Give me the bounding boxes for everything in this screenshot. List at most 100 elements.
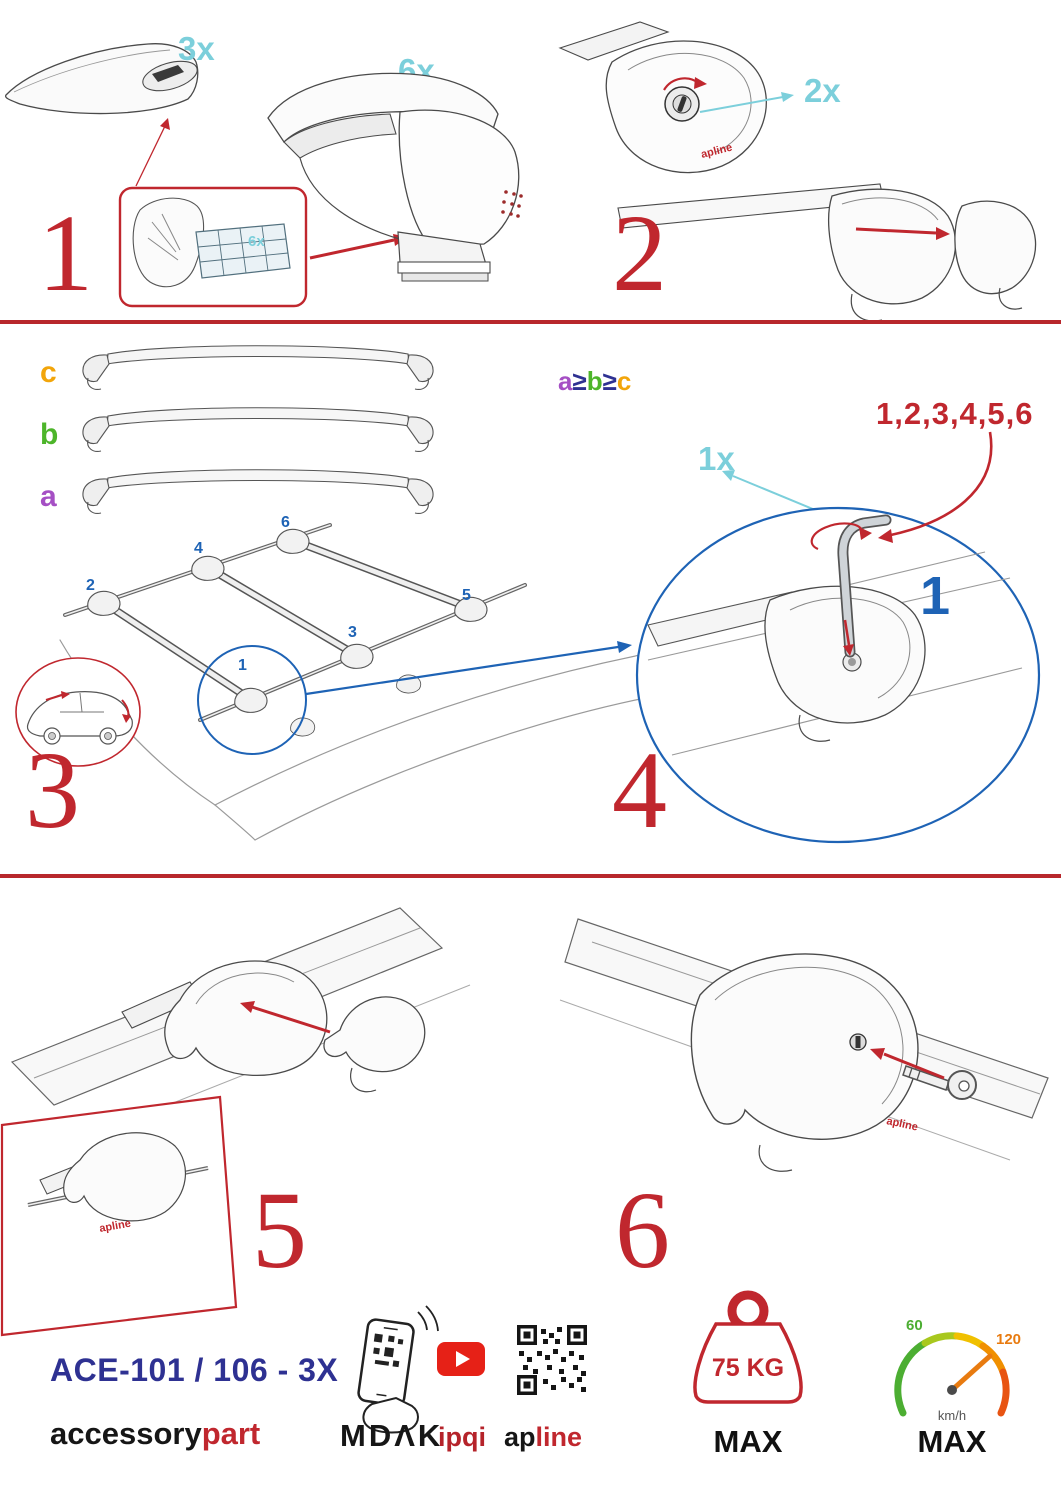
brand-part: part [201, 1416, 261, 1451]
tool-qty-arrowhead [722, 470, 735, 481]
clamp-piece [323, 996, 426, 1073]
brand-apline: apline [504, 1422, 582, 1453]
weight-max-label: MAX [713, 1424, 783, 1459]
position-2-label: 2 [86, 577, 95, 594]
roof-mounting-diagram: 2 4 6 1 3 5 [59, 514, 661, 841]
pad-leader-arrowhead [160, 118, 170, 130]
pad-leader-line [135, 123, 167, 187]
brand-accessorypart: accessorypart [50, 1416, 260, 1452]
foot-illustration [267, 72, 523, 282]
bolt-pointer-arrowhead [843, 644, 854, 656]
rotate-arrow [810, 522, 863, 551]
bar-label-b: b [40, 418, 58, 451]
bar-channel [152, 65, 184, 82]
tool-qty-leader [732, 475, 821, 513]
assembled-foot-inset: apline [0, 1095, 238, 1337]
roof-foot [276, 528, 310, 554]
bolt-pointer-line [843, 619, 851, 646]
foot-body [164, 960, 328, 1077]
speed-low-label: 60 [906, 1317, 923, 1334]
rule-gte-2: ≥ [603, 366, 617, 396]
brand-accessory: accessory [50, 1416, 202, 1451]
roof-foot [87, 590, 121, 616]
rule-c: c [617, 366, 631, 396]
pad-detail-inset: 6x [118, 186, 308, 308]
foot-body [690, 953, 919, 1140]
rule-b: b [587, 366, 603, 396]
roof-foot [234, 687, 268, 713]
step5-illustration: apline [0, 907, 471, 1337]
bar-quantity-label: 3x [178, 30, 215, 67]
speed-unit-label: km/h [938, 1408, 966, 1423]
speedometer-needle [949, 1353, 993, 1393]
brand-apline-line: line [535, 1422, 583, 1452]
speedometer-icon: 60 120 km/h [894, 1317, 1021, 1423]
insert-arrowhead [240, 1001, 255, 1013]
position-5-label: 5 [462, 587, 471, 604]
crossbar-illustration [4, 43, 199, 115]
brand-ipqi: ipqi [438, 1422, 486, 1452]
foot-adjustment-detail: 1 [635, 506, 1041, 844]
end-support-piece [954, 200, 1037, 295]
tighten-sequence-label: 1,2,3,4,5,6 [876, 396, 1034, 431]
part-brand-label: apline [98, 1218, 131, 1235]
position-4-label: 4 [194, 540, 203, 557]
attach-arrow [855, 227, 937, 235]
lock-qty-arrowhead [781, 92, 794, 102]
step-5-number: 5 [252, 1169, 307, 1291]
phone-scan-icon [357, 1305, 439, 1434]
step-4-number: 4 [612, 729, 667, 851]
part-brand-label: apline [885, 1115, 919, 1133]
step6-illustration: apline [559, 918, 1049, 1172]
step-1-number: 1 [38, 192, 93, 314]
detail-highlight-circle [197, 645, 307, 755]
crossbar-c [82, 345, 434, 390]
scan-beep-marks [417, 1305, 439, 1332]
sequence-arrowhead [878, 529, 893, 543]
rule-gte-1: ≥ [572, 366, 586, 396]
key-insert-arrowhead [870, 1048, 885, 1060]
lock-rotate-arrowhead [694, 77, 707, 89]
roof-crossbars [99, 536, 474, 703]
qr-code-icon [517, 1325, 587, 1395]
position-1-label: 1 [238, 657, 247, 674]
crossbar-a [82, 469, 434, 514]
foot-lock-illustration: apline [558, 21, 767, 174]
step-2-number: 2 [612, 192, 667, 314]
insert-arrow [251, 1005, 331, 1034]
allen-key-icon [837, 514, 892, 658]
key-insert-arrow [883, 1052, 945, 1080]
grip-dots [501, 190, 523, 218]
step-6-number: 6 [615, 1169, 670, 1291]
model-code: ACE-101 / 106 - 3X [50, 1352, 339, 1388]
panel-steps-3-4: c b a a≥b≥c 1,2,3,4,5,6 1x [15, 345, 1041, 844]
weight-value-label: 75 KG [712, 1354, 784, 1382]
car-inset [15, 657, 141, 767]
section-divider-bottom [0, 874, 1061, 878]
detail-pointer-arrowhead [617, 641, 632, 653]
brand-apline-ap: ap [504, 1422, 536, 1452]
hand-shape [362, 1396, 419, 1434]
pad-install-arrow [309, 238, 395, 260]
position-3-label: 3 [348, 624, 357, 641]
keyhole-icon [849, 1033, 867, 1051]
rule-a: a [558, 366, 573, 396]
section-divider-top [0, 320, 1061, 324]
crossbar-b [82, 407, 434, 452]
key-icon [902, 1065, 977, 1100]
sequence-arrow [885, 431, 993, 538]
rubber-pad [195, 223, 291, 279]
attach-arrowhead [936, 227, 950, 240]
roof-foot [340, 643, 374, 669]
bar-label-c: c [40, 356, 57, 389]
speed-high-label: 120 [996, 1331, 1021, 1348]
lock-qty-leader [699, 96, 784, 113]
panel-steps-1-2: 3x 6x 6x [4, 21, 1037, 320]
roof-foot [191, 555, 225, 581]
bar-label-a: a [40, 480, 57, 513]
step-3-number: 3 [25, 729, 80, 851]
pad-quantity-label: 6x [248, 233, 265, 250]
lock-icon [664, 86, 700, 122]
weight-limit-icon: 75 KG [693, 1290, 803, 1404]
youtube-icon [437, 1342, 485, 1376]
